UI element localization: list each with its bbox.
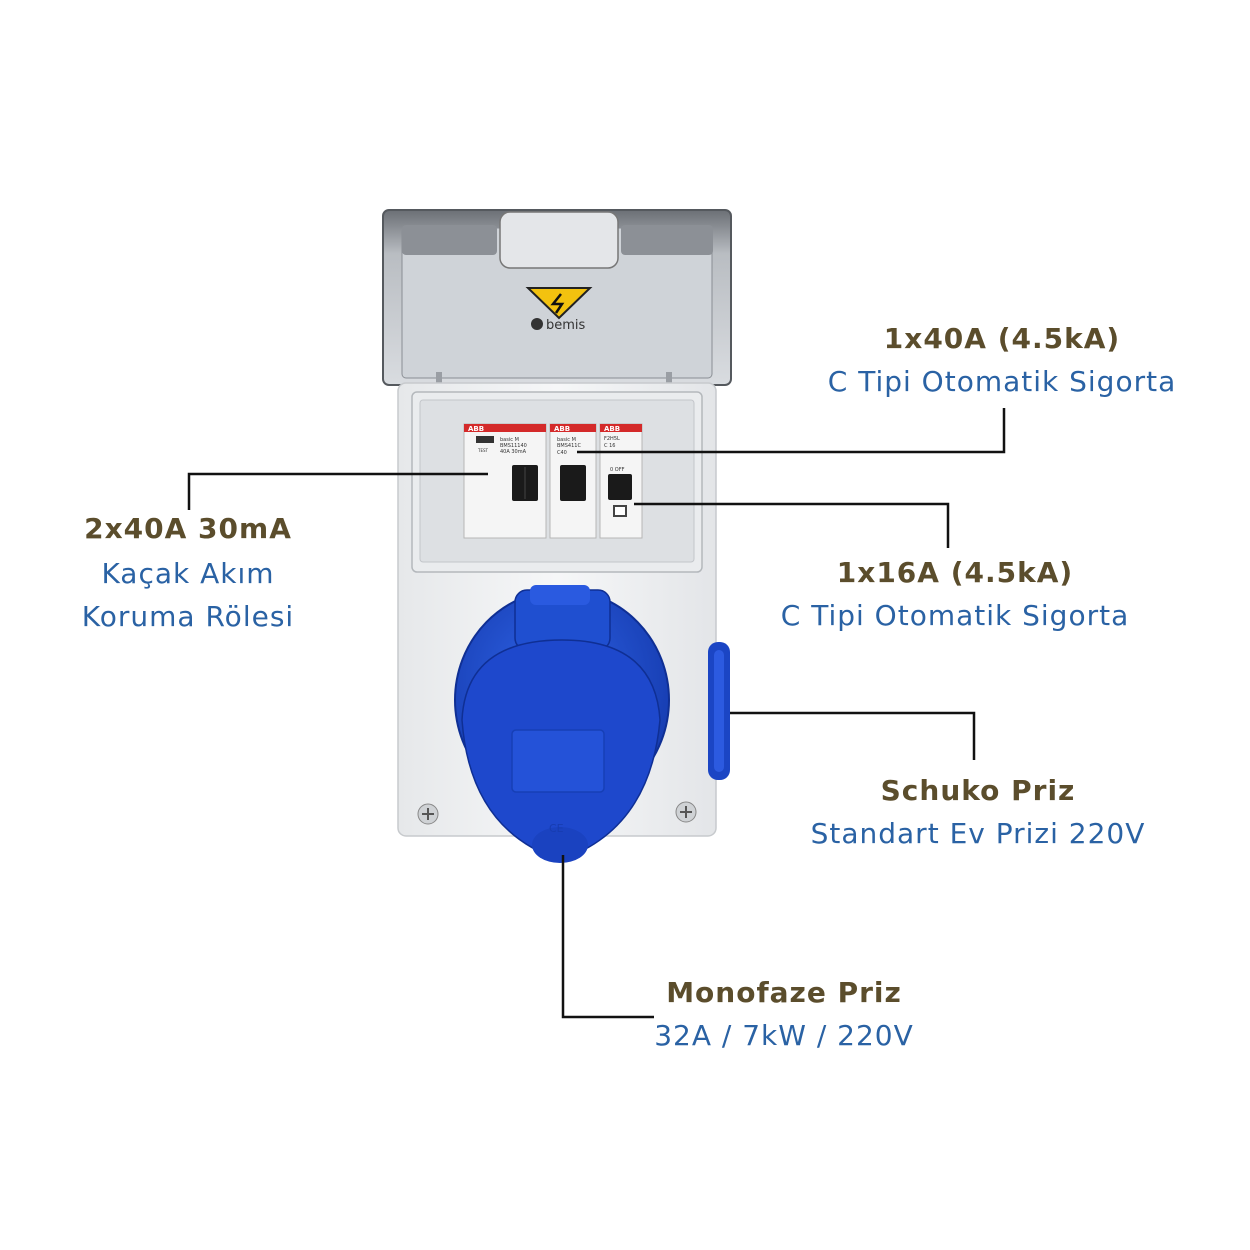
- callout-title: 1x40A (4.5kA): [883, 322, 1121, 355]
- callout-subtitle: Standart Ev Prizi 220V: [810, 817, 1146, 850]
- breaker-line3: 40A 30mA: [500, 449, 527, 455]
- breaker-brand: ABB: [554, 425, 570, 433]
- screw-icon: [675, 801, 697, 823]
- breaker-line3: 0 OFF: [610, 467, 625, 473]
- callout-subtitle: C Tipi Otomatik Sigorta: [827, 365, 1177, 398]
- callout-schuko: Schuko Priz Standart Ev Prizi 220V: [780, 774, 1176, 850]
- callout-rcd: 2x40A 30mA Kaçak Akım Koruma Rölesi: [48, 512, 328, 633]
- callout-subtitle: Kaçak Akım: [101, 557, 275, 590]
- callout-title: Schuko Priz: [880, 774, 1076, 807]
- callout-subtitle: 32A / 7kW / 220V: [654, 1019, 914, 1052]
- breaker-line2: BMS411C: [557, 443, 581, 449]
- leader-line-monofaze: [561, 855, 654, 1019]
- breaker-line1: basic M: [500, 437, 519, 443]
- callout-40a: 1x40A (4.5kA) C Tipi Otomatik Sigorta: [790, 322, 1214, 398]
- monofaze-socket: CE: [454, 585, 670, 863]
- breaker-line1: basic M: [557, 437, 576, 443]
- test-button-label: TEST: [477, 448, 489, 453]
- schuko-socket: [708, 642, 730, 780]
- leader-line-16a: [634, 502, 950, 548]
- leader-line-schuko: [730, 711, 976, 760]
- breaker-line3: C40: [557, 450, 567, 456]
- callout-title: 1x16A (4.5kA): [836, 556, 1074, 589]
- callout-title: Monofaze Priz: [666, 976, 902, 1009]
- callout-16a: 1x16A (4.5kA) C Tipi Otomatik Sigorta: [745, 556, 1165, 632]
- callout-monofaze: Monofaze Priz 32A / 7kW / 220V: [624, 976, 944, 1052]
- breaker-line1: F2H5L: [604, 436, 620, 442]
- breaker-rcd: ABB basic M BMS11140 40A 30mA TEST: [463, 423, 547, 539]
- brand-mark-text: bemis: [546, 318, 586, 333]
- leader-line-40a: [577, 408, 1006, 454]
- breaker-c16: ABB F2H5L C 16 0 OFF: [599, 423, 643, 539]
- breaker-brand: ABB: [468, 425, 484, 433]
- callout-title: 2x40A 30mA: [84, 512, 292, 545]
- brand-logo: bemis: [531, 318, 586, 333]
- breaker-brand: ABB: [604, 425, 620, 433]
- warning-icon: [525, 287, 593, 320]
- screw-icon: [417, 803, 439, 825]
- ce-mark: CE: [549, 822, 564, 835]
- breaker-line2: C 16: [604, 443, 615, 449]
- callout-subtitle: C Tipi Otomatik Sigorta: [780, 599, 1130, 632]
- breaker-line2: BMS11140: [500, 443, 527, 449]
- leader-line-rcd: [187, 472, 488, 510]
- breaker-c40: ABB basic M BMS411C C40: [549, 423, 597, 539]
- callout-subtitle-2: Koruma Rölesi: [81, 600, 295, 633]
